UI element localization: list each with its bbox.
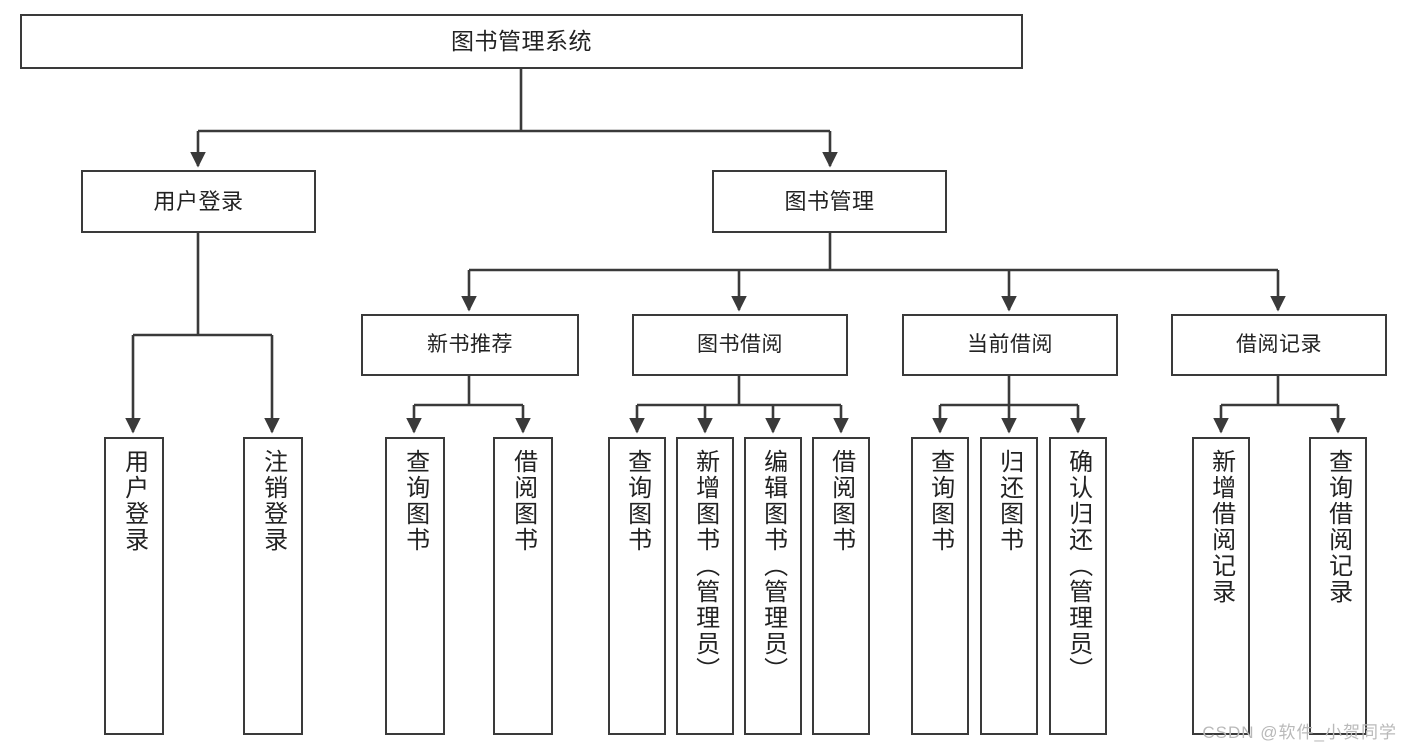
node-current-borrow[interactable]: 当前借阅 xyxy=(902,314,1118,376)
leaf-user-login[interactable]: 用户登录 xyxy=(104,437,164,735)
leaf-logout[interactable]: 注销登录 xyxy=(243,437,303,735)
node-label: 图书借阅 xyxy=(697,332,783,356)
leaf-return-book[interactable]: 归还图书 xyxy=(980,437,1038,735)
node-label: 借阅记录 xyxy=(1236,332,1322,356)
node-label: 新书推荐 xyxy=(427,332,513,356)
node-user-login[interactable]: 用户登录 xyxy=(81,170,316,233)
leaf-edit-book[interactable]: 编辑图书（管理员） xyxy=(744,437,802,735)
node-label: 用户登录 xyxy=(120,449,148,553)
leaf-add-book[interactable]: 新增图书（管理员） xyxy=(676,437,734,735)
node-book-manage[interactable]: 图书管理 xyxy=(712,170,947,233)
node-label: 归还图书 xyxy=(995,449,1023,553)
leaf-borrow-book-recommend[interactable]: 借阅图书 xyxy=(493,437,553,735)
node-label: 借阅图书 xyxy=(509,449,537,553)
node-label: 新增借阅记录 xyxy=(1207,449,1235,605)
leaf-query-book-recommend[interactable]: 查询图书 xyxy=(385,437,445,735)
node-label: 查询图书 xyxy=(926,449,954,553)
watermark: CSDN @软件_小贺同学 xyxy=(1202,723,1397,742)
node-label: 查询借阅记录 xyxy=(1324,449,1352,605)
node-label: 注销登录 xyxy=(259,449,287,553)
node-root-system[interactable]: 图书管理系统 xyxy=(20,14,1023,69)
leaf-query-borrow-record[interactable]: 查询借阅记录 xyxy=(1309,437,1367,735)
node-book-borrow[interactable]: 图书借阅 xyxy=(632,314,848,376)
node-label: 新增图书（管理员） xyxy=(691,449,719,683)
leaf-add-borrow-record[interactable]: 新增借阅记录 xyxy=(1192,437,1250,735)
node-label: 确认归还（管理员） xyxy=(1064,449,1092,683)
node-label: 编辑图书（管理员） xyxy=(759,449,787,683)
node-label: 查询图书 xyxy=(623,449,651,553)
node-label: 当前借阅 xyxy=(967,332,1053,356)
node-label: 查询图书 xyxy=(401,449,429,553)
node-borrow-record[interactable]: 借阅记录 xyxy=(1171,314,1387,376)
node-label: 图书管理系统 xyxy=(451,27,592,54)
leaf-query-book-borrow[interactable]: 查询图书 xyxy=(608,437,666,735)
node-label: 图书管理 xyxy=(784,188,875,214)
node-new-book-recommend[interactable]: 新书推荐 xyxy=(361,314,579,376)
leaf-confirm-return[interactable]: 确认归还（管理员） xyxy=(1049,437,1107,735)
node-label: 借阅图书 xyxy=(827,449,855,553)
leaf-borrow-book[interactable]: 借阅图书 xyxy=(812,437,870,735)
node-label: 用户登录 xyxy=(153,188,244,214)
leaf-query-book-current[interactable]: 查询图书 xyxy=(911,437,969,735)
